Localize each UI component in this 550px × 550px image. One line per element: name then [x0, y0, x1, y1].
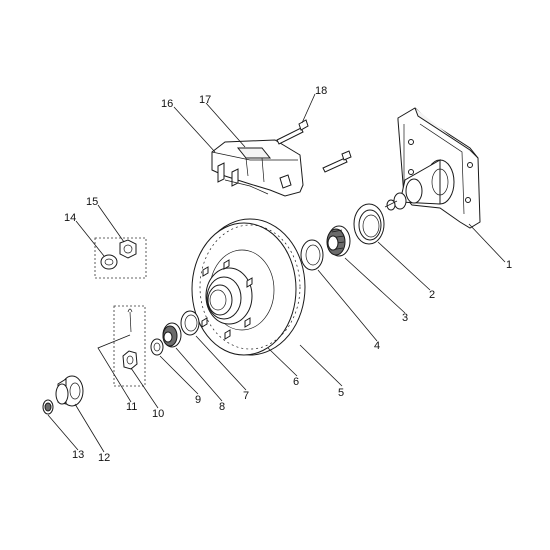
- lug-nut: [119, 239, 137, 259]
- inner-bearing-cup: [300, 239, 324, 271]
- wheel-studs: [201, 259, 253, 340]
- callout-14: 14: [64, 212, 76, 224]
- castle-nut: [122, 350, 138, 370]
- callout-6: 6: [293, 376, 299, 388]
- callout-15: 15: [86, 196, 98, 208]
- leader-lines: [47, 93, 506, 453]
- rotor-hub: [191, 218, 306, 356]
- nut-and-cotter-pin-group: [113, 305, 146, 387]
- callout-1: 1: [506, 259, 512, 271]
- dust-cap: [55, 375, 84, 407]
- callout-11: 11: [126, 401, 137, 413]
- callout-12: 12: [98, 452, 110, 464]
- callout-9: 9: [195, 394, 201, 406]
- callout-4: 4: [374, 340, 380, 352]
- cotter-pin: [127, 308, 133, 333]
- callout-16: 16: [161, 98, 173, 110]
- caliper-bolts: [276, 119, 352, 173]
- callout-7: 7: [243, 390, 249, 402]
- spindle-bracket: [384, 107, 481, 229]
- callout-18: 18: [315, 85, 327, 97]
- grease-seal: [353, 203, 385, 245]
- callout-17: 17: [199, 94, 211, 106]
- brake-caliper: [211, 139, 304, 197]
- callout-8: 8: [219, 401, 225, 413]
- callout-13: 13: [72, 449, 84, 461]
- callout-labels: 1 2 3 4 5 6 7 8 9 10 11 12 13 14 15 16 1…: [64, 85, 512, 464]
- outer-bearing-cone: [162, 322, 182, 348]
- outer-bearing-cup: [180, 310, 200, 336]
- callout-3: 3: [402, 312, 408, 324]
- inner-bearing-cone: [326, 225, 351, 257]
- callout-2: 2: [429, 289, 435, 301]
- lug-hardware-group: [94, 237, 147, 279]
- rubber-plug: [42, 399, 54, 415]
- callout-5: 5: [338, 387, 344, 399]
- callout-10: 10: [152, 408, 164, 420]
- lug-washer: [100, 254, 118, 270]
- washer: [150, 338, 164, 356]
